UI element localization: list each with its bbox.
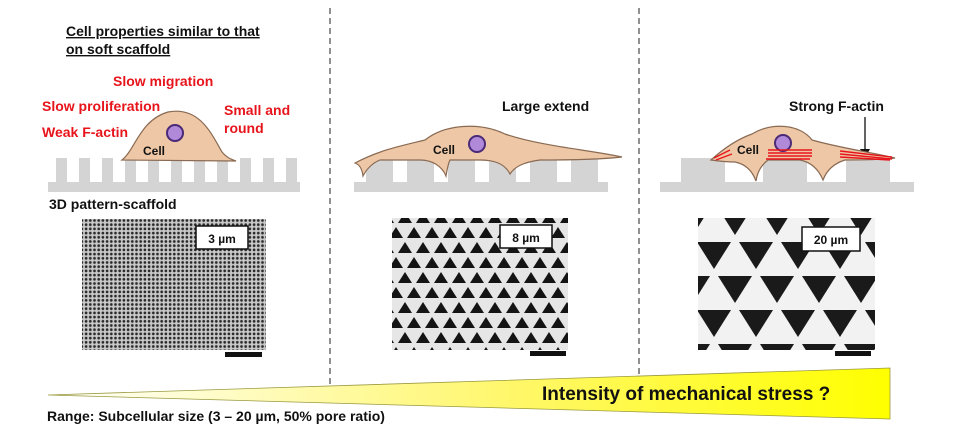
cell-label-1: Cell <box>143 144 165 158</box>
cell-spread <box>353 125 623 179</box>
range-text: Range: Subcellular size (3 – 20 µm, 50% … <box>47 408 385 424</box>
wedge-label: Intensity of mechanical stress ? <box>542 384 830 405</box>
nucleus-2 <box>468 135 486 153</box>
scaffold-fine <box>48 158 300 192</box>
cell-label-2: Cell <box>433 143 455 157</box>
scale-bar-3 <box>835 351 871 356</box>
factin-fibers <box>713 149 893 161</box>
label-slow-proliferation: Slow proliferation <box>42 98 160 114</box>
panel-medium-scaffold: Large extend Cell 8 µm <box>353 98 623 356</box>
scale-label-3um: 3 µm <box>208 232 236 246</box>
scale-bar-2 <box>530 351 566 356</box>
label-weak-factin: Weak F-actin <box>42 124 128 140</box>
label-small-round-line2: round <box>224 120 264 136</box>
label-small-round-line1: Small and <box>224 102 290 118</box>
stress-wedge <box>47 367 891 420</box>
nucleus-1 <box>166 124 184 142</box>
scaffold-medium <box>354 158 608 192</box>
label-3d-scaffold: 3D pattern-scaffold <box>49 196 177 212</box>
scaffold-coarse <box>660 158 914 192</box>
label-strong-factin: Strong F-actin <box>789 98 884 114</box>
panel-coarse-scaffold: Strong F-actin Cell 20 µm <box>660 98 914 356</box>
label-large-extend: Large extend <box>502 98 589 114</box>
scale-box-20um <box>801 226 861 252</box>
scale-box-3um <box>195 225 249 250</box>
nucleus-3 <box>774 134 792 152</box>
cell-label-3: Cell <box>737 143 759 157</box>
label-slow-migration: Slow migration <box>113 73 213 89</box>
scale-label-20um: 20 µm <box>814 233 848 247</box>
panel-soft-scaffold: Cell properties similar to that on soft … <box>42 23 300 357</box>
panel1-heading-line1: Cell properties similar to that <box>66 23 260 39</box>
scale-box-8um <box>499 224 553 249</box>
scale-bar-1 <box>225 352 262 357</box>
panel1-heading-line2: on soft scaffold <box>66 41 170 57</box>
scale-label-8um: 8 µm <box>512 231 540 245</box>
